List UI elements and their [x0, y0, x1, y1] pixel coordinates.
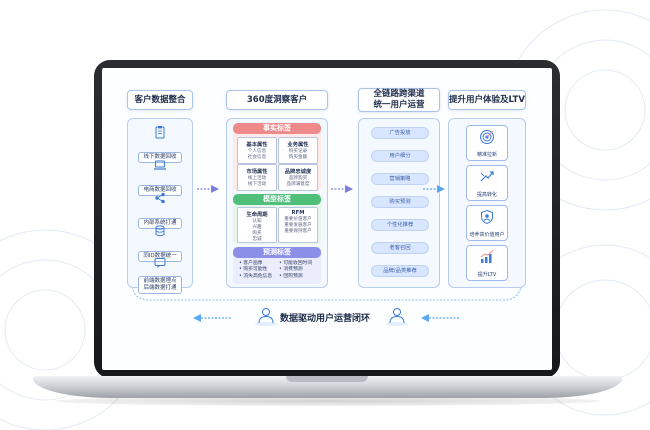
section-title: 事实标签: [233, 123, 321, 134]
predict-bullets-right: • 可能收回时间 • 消费预测 • 团购预测: [279, 261, 313, 279]
tag-cell: 市场属性 线上活动 线下活动: [237, 164, 277, 191]
arrow-right-icon: [423, 185, 445, 193]
ops-pill: 品牌/品类推荐: [371, 265, 429, 277]
tile-label: 提升LTV: [477, 272, 497, 278]
item-label: 前端数据埋点 后端数据打通: [138, 276, 182, 294]
ltv-tile: 培养高价值用户: [466, 205, 508, 241]
tag-cell: 品牌忠诚度 品牌购买 品牌满意度: [278, 164, 318, 191]
section-fact-tags: 事实标签 基本属性 个人信息 社会信息 业务属性 购买记录 购买金额 市场属性 …: [233, 123, 321, 191]
section-title: 模型标签: [233, 194, 321, 205]
section-predict-tags: 预测标签 • 客户画像 • 购买可能性 • 流失高危信息 • 可能收回时间 • …: [233, 247, 321, 284]
ops-pill: 购买预测: [371, 196, 429, 208]
item-label: 内部系统打通: [138, 218, 182, 229]
item-label: 线下数据回收: [138, 152, 182, 163]
ltv-tile: 提高转化: [466, 165, 508, 201]
laptop-notch: [286, 376, 368, 382]
tile-label: 提高转化: [476, 192, 497, 198]
ops-pill: 个性化推荐: [371, 219, 429, 231]
column-omnichannel-ops: 广告投放 用户细分 营销策略 购买预测 个性化推荐 老客召回 品牌/品类推荐: [358, 118, 440, 288]
column-360-insight: 事实标签 基本属性 个人信息 社会信息 业务属性 购买记录 购买金额 市场属性 …: [226, 118, 328, 288]
list-item: 电商数据回收: [128, 157, 192, 196]
header-data-integration: 客户数据整合: [127, 90, 193, 110]
database-icon: [155, 225, 165, 237]
list-item: 前端数据埋点 后端数据打通: [128, 255, 192, 294]
column-data-integration: 线下数据回收 电商数据回收 内部系统打通: [127, 118, 193, 294]
item-label: 同ID数据统一: [138, 251, 182, 262]
arrow-right-icon: [197, 185, 219, 193]
ops-pill: 用户细分: [371, 150, 429, 162]
arrow-left-icon: [193, 314, 231, 322]
list-item: 内部系统打通: [128, 190, 192, 229]
target-icon: [480, 130, 494, 144]
list-item: 同ID数据统一: [128, 223, 192, 262]
section-title: 预测标签: [233, 247, 321, 258]
loop-title: 数据驱动用户运营闭环: [280, 314, 371, 324]
tile-label: 培养高价值用户: [469, 232, 505, 238]
chat-icon: [154, 258, 166, 268]
arrow-right-icon: [331, 185, 353, 193]
person-icon: [386, 308, 408, 326]
ltv-tile: 精准拉新: [466, 125, 508, 161]
shield-icon: [481, 209, 493, 225]
header-omnichannel-ops: 全链路跨渠道 统一用户运营: [358, 88, 440, 112]
predict-bullets-left: • 客户画像 • 购买可能性 • 流失高危信息: [239, 261, 273, 279]
list-item: 线下数据回收: [128, 124, 192, 163]
tile-label: 精准拉新: [476, 152, 497, 158]
laptop-shadow: [55, 396, 600, 406]
tag-cell: 业务属性 购买记录 购买金额: [278, 137, 318, 164]
person-icon: [255, 308, 277, 326]
section-model-tags: 模型标签 生命周期 认知 兴趣 购买 忠诚 RFM 重要价值客户 重要发展客户 …: [233, 194, 321, 244]
ops-pill: 营销策略: [371, 173, 429, 185]
item-label: 电商数据回收: [138, 185, 182, 196]
tag-cell: 基本属性 个人信息 社会信息: [237, 137, 277, 164]
laptop-base: [33, 376, 622, 398]
arrows-icon: [480, 171, 494, 182]
tag-cell: 生命周期 认知 兴趣 购买 忠诚: [237, 207, 277, 243]
clipboard-icon: [155, 126, 165, 139]
ltv-tile: 提升LTV: [466, 245, 508, 281]
laptop-screen: 客户数据整合 线下数据回收 电商数据回收: [102, 68, 552, 370]
chart-up-icon: [480, 250, 494, 263]
ops-pill: 老客召回: [371, 242, 429, 254]
column-ltv: 精准拉新 提高转化 培养高价值用户: [448, 118, 526, 288]
share-icon: [155, 192, 165, 204]
header-ltv: 提升用户体验及LTV: [448, 90, 526, 110]
arrow-left-icon: [421, 314, 459, 322]
laptop-icon: [154, 160, 166, 170]
ops-pill: 广告投放: [371, 127, 429, 139]
tag-cell: RFM 重要价值客户 重要发展客户 重要保持客户: [278, 207, 318, 243]
header-360-insight: 360度洞察客户: [226, 90, 328, 110]
